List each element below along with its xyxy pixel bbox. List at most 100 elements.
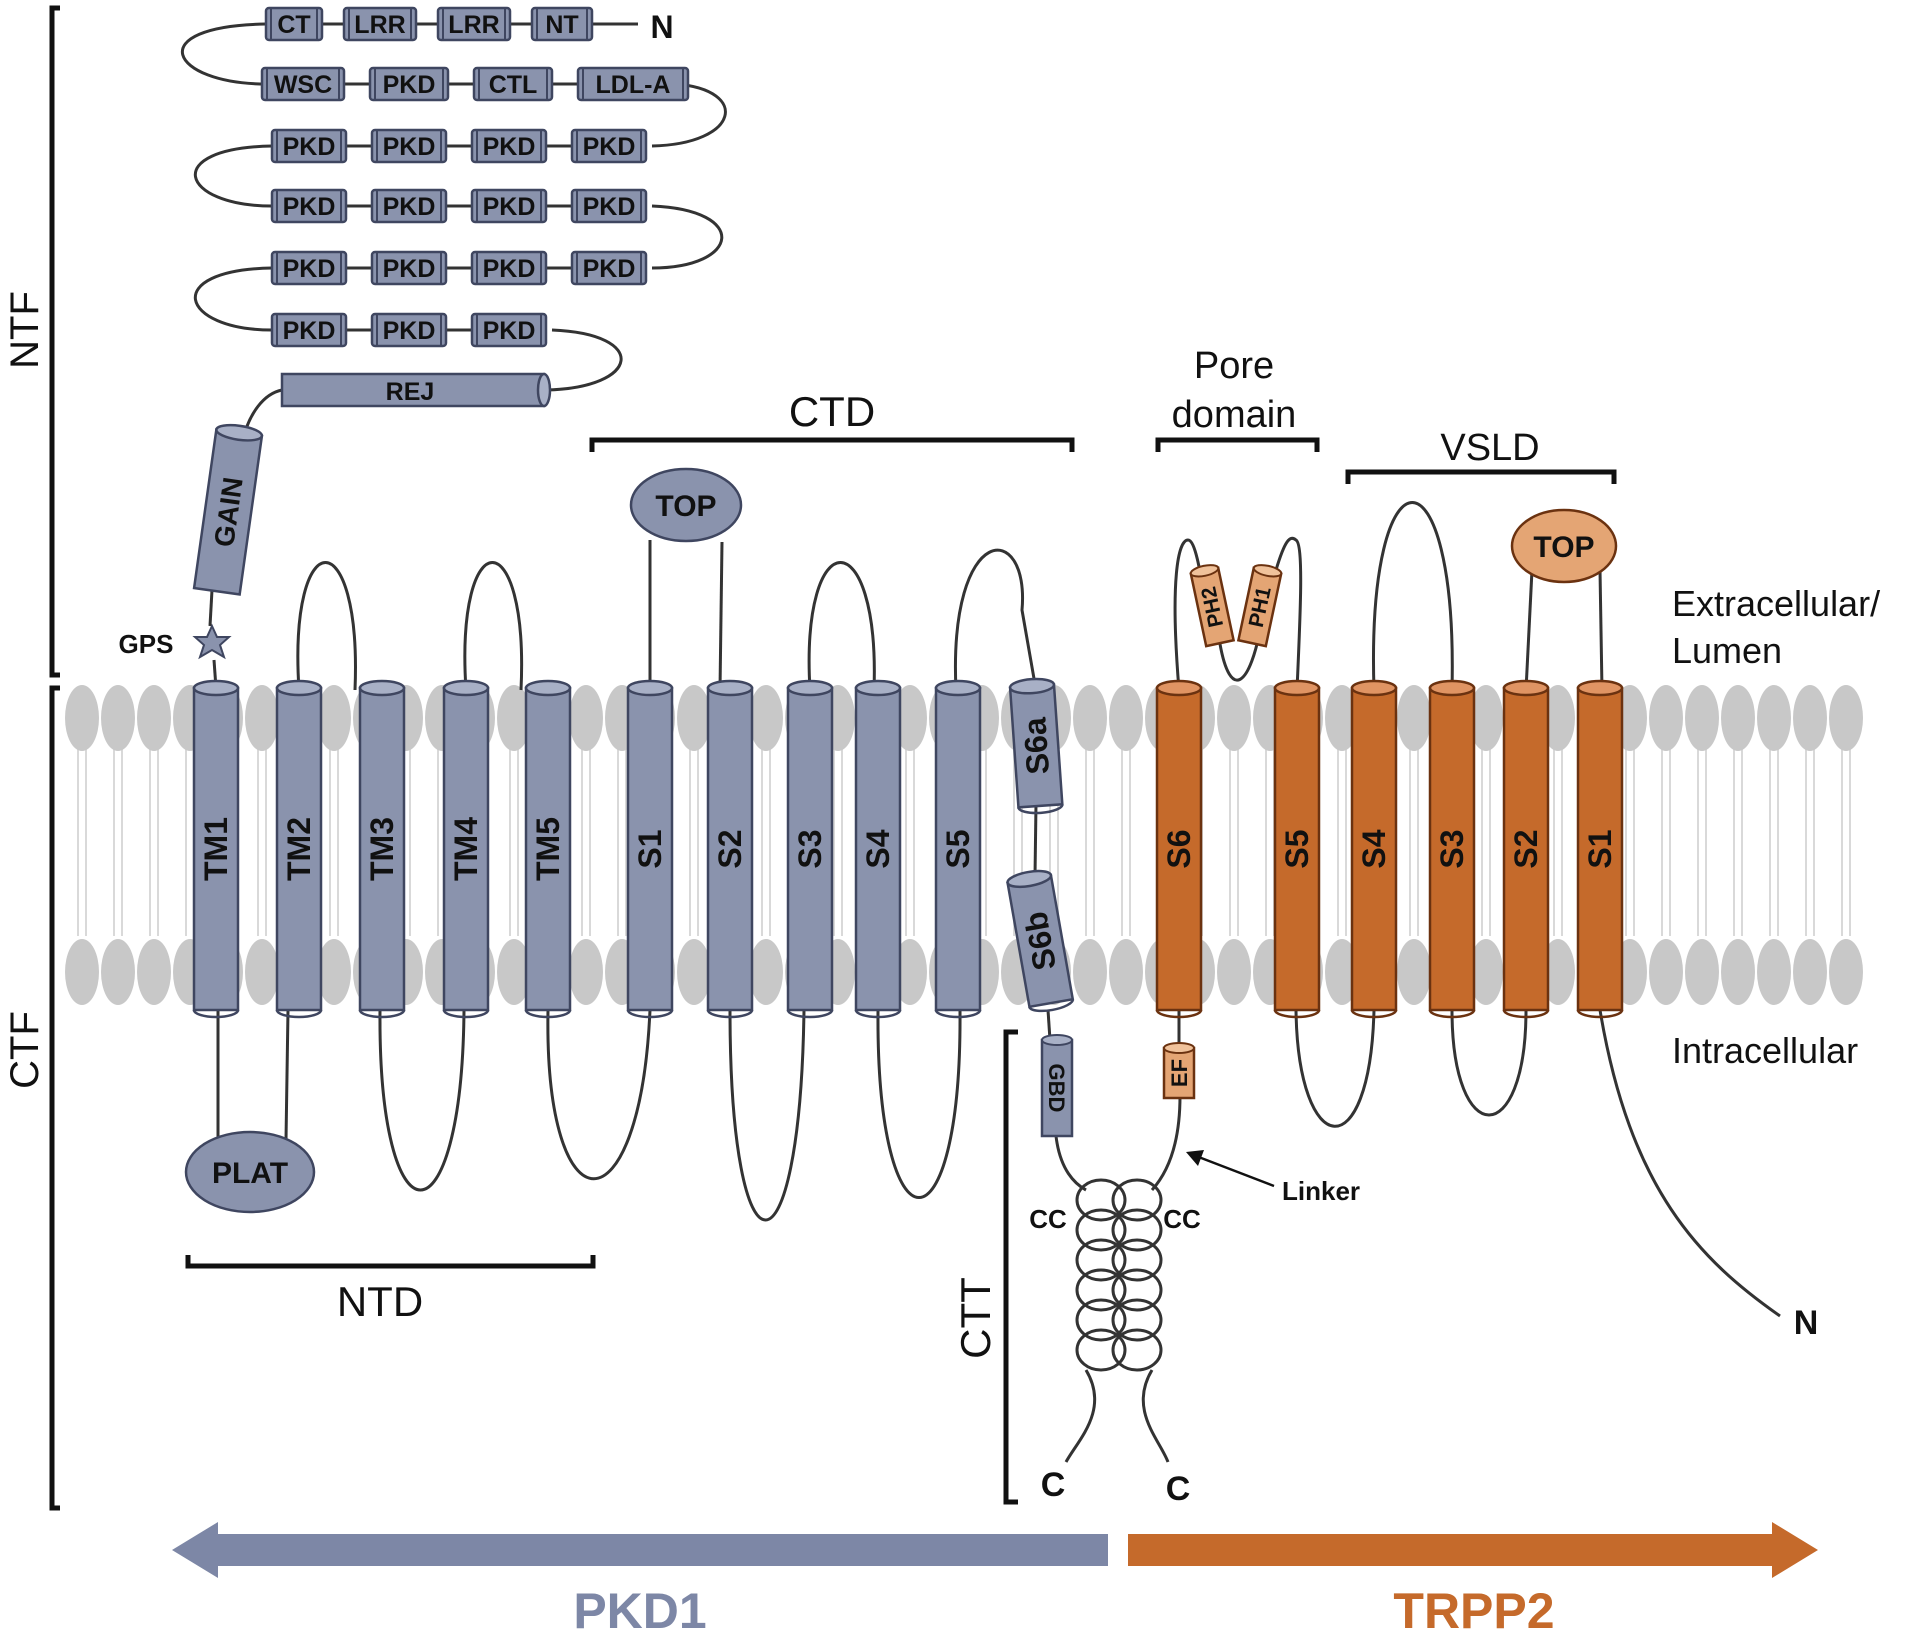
pkd1-tm4-helix: TM4 <box>442 679 490 1019</box>
ntf-domain-label: PKD <box>483 133 536 161</box>
ntf-domain-label: PKD <box>583 133 636 161</box>
trpp2-coil-turn <box>1111 1298 1163 1342</box>
pore-domain-bracket <box>1155 437 1320 452</box>
ntf-domain-pkd: PKD <box>270 312 348 348</box>
n-terminus-ntf: N <box>650 9 673 45</box>
pkd1-c-tail <box>1064 1369 1097 1463</box>
ctf-bracket <box>49 685 60 1511</box>
ntf-domain-label: CT <box>277 11 310 39</box>
ntf-domain-label: PKD <box>283 193 336 221</box>
ntf-domain-label: PKD <box>483 317 536 345</box>
extracellular-label-line2: Lumen <box>1672 630 1782 671</box>
ntd-bracket <box>185 1255 596 1269</box>
trpp2-s3-helix-label: S3 <box>1434 829 1470 868</box>
ntf-domain-lrr: LRR <box>436 6 512 42</box>
ntf-domain-label: PKD <box>583 255 636 283</box>
lipid-head-inner <box>1757 939 1791 1005</box>
trpp2-s5-helix-label: S5 <box>1279 829 1315 868</box>
pkd1-top-label: TOP <box>655 490 716 523</box>
pkd1-s6b-group: S6b <box>1006 869 1075 1013</box>
pkd1-loops <box>216 540 1097 1463</box>
trpp2-cc-label: CC <box>1163 1204 1201 1234</box>
ctd-label: CTD <box>789 388 875 435</box>
lipid-head-outer <box>569 685 603 751</box>
pkd1-s6a-group: S6a <box>1008 677 1064 815</box>
lipid-head-outer <box>101 685 135 751</box>
lipid-head-inner <box>1109 939 1143 1005</box>
chain-turn-2 <box>651 82 727 148</box>
ntf-domain-pkd: PKD <box>470 188 548 224</box>
ef-hand-domain: EF <box>1162 1042 1196 1100</box>
ntf-domain-label: PKD <box>283 317 336 345</box>
pkd1-tm3-helix: TM3 <box>358 679 406 1019</box>
lipid-head-inner <box>569 939 603 1005</box>
trpp2-s4-helix-label: S4 <box>1356 829 1392 868</box>
ntf-domain-label: LRR <box>354 11 405 39</box>
lipid-head-outer <box>65 685 99 751</box>
pore-domain-label-line1: Pore <box>1194 345 1274 387</box>
ntf-chain <box>180 22 727 689</box>
lipid-head-inner <box>1649 939 1683 1005</box>
ntf-domain-label: PKD <box>483 255 536 283</box>
ntf-domain-label: PKD <box>583 193 636 221</box>
pkd1-arrow <box>172 1522 1108 1578</box>
pkd1-s1-helix: S1 <box>626 679 674 1019</box>
lipid-head-outer <box>137 685 171 751</box>
chain-gain-to-gps <box>208 589 214 627</box>
pore-helix-ph2: PH2 <box>1189 564 1236 648</box>
linker-arrow-icon <box>1186 1150 1204 1166</box>
ntf-bracket <box>49 5 60 678</box>
lipid-head-outer <box>1685 685 1719 751</box>
lipid-head-inner <box>1397 939 1431 1005</box>
pkd1-s3-helix: S3 <box>786 679 834 1019</box>
trpp2-s5-helix: S5 <box>1273 679 1321 1019</box>
lipid-head-outer <box>1721 685 1755 751</box>
ntf-domain-ldl-a: LDL-A <box>576 66 690 102</box>
ntd-label: NTD <box>337 1278 423 1325</box>
pkd1-protein-label: PKD1 <box>573 1583 706 1639</box>
ef-label: EF <box>1167 1059 1192 1087</box>
pkd1-s1-helix-label: S1 <box>632 829 668 868</box>
trpp2-s2-helix-label: S2 <box>1508 829 1544 868</box>
lipid-head-inner <box>101 939 135 1005</box>
lipid-head-outer <box>1793 685 1827 751</box>
lipid-head-outer <box>1397 685 1431 751</box>
pore-domain-label-line2: domain <box>1172 394 1297 436</box>
lipid-head-outer <box>1541 685 1575 751</box>
ntf-domain-label: PKD <box>383 255 436 283</box>
vsld-label: VSLD <box>1440 427 1539 469</box>
lipid-head-inner <box>677 939 711 1005</box>
gps-star-icon <box>192 623 232 660</box>
ntf-domain-label: PKD <box>283 255 336 283</box>
chain-turn-4 <box>651 204 724 270</box>
pkd1-coil-turn <box>1075 1208 1127 1252</box>
trpp2-c-tail <box>1141 1369 1170 1463</box>
pkd1-coil-turn <box>1075 1238 1127 1282</box>
ntf-domain-pkd: PKD <box>470 312 548 348</box>
chain-rej-to-gain <box>243 388 283 433</box>
trpp2-top-label: TOP <box>1533 531 1594 564</box>
ntf-domain-ct: CT <box>264 6 324 42</box>
ntf-domain-pkd: PKD <box>570 188 648 224</box>
ctt-bracket <box>1003 1029 1018 1505</box>
trpp2-coil-turn <box>1111 1268 1163 1312</box>
pkd1-s4-helix-label: S4 <box>860 829 896 868</box>
lipid-head-inner <box>245 939 279 1005</box>
ntf-domain-pkd: PKD <box>270 250 348 286</box>
lipid-head-outer <box>677 685 711 751</box>
lipid-head-outer <box>317 685 351 751</box>
ntf-domain-pkd: PKD <box>270 128 348 164</box>
plat-label: PLAT <box>212 1157 288 1190</box>
pore-helix-ph1: PH1 <box>1236 564 1283 648</box>
trpp2-n-terminus: N <box>1794 1304 1819 1342</box>
pkd1-s3-helix-label: S3 <box>792 829 828 868</box>
lipid-head-outer <box>1829 685 1863 751</box>
gbd-label: GBD <box>1044 1064 1069 1113</box>
pkd1-cc-label: CC <box>1029 1204 1067 1234</box>
chain-turn-1 <box>180 22 267 86</box>
linker-pointer: Linker <box>1186 1150 1360 1206</box>
gbd-domain: GBD <box>1040 1034 1074 1138</box>
lipid-head-inner <box>1217 939 1251 1005</box>
lipid-head-inner <box>1469 939 1503 1005</box>
